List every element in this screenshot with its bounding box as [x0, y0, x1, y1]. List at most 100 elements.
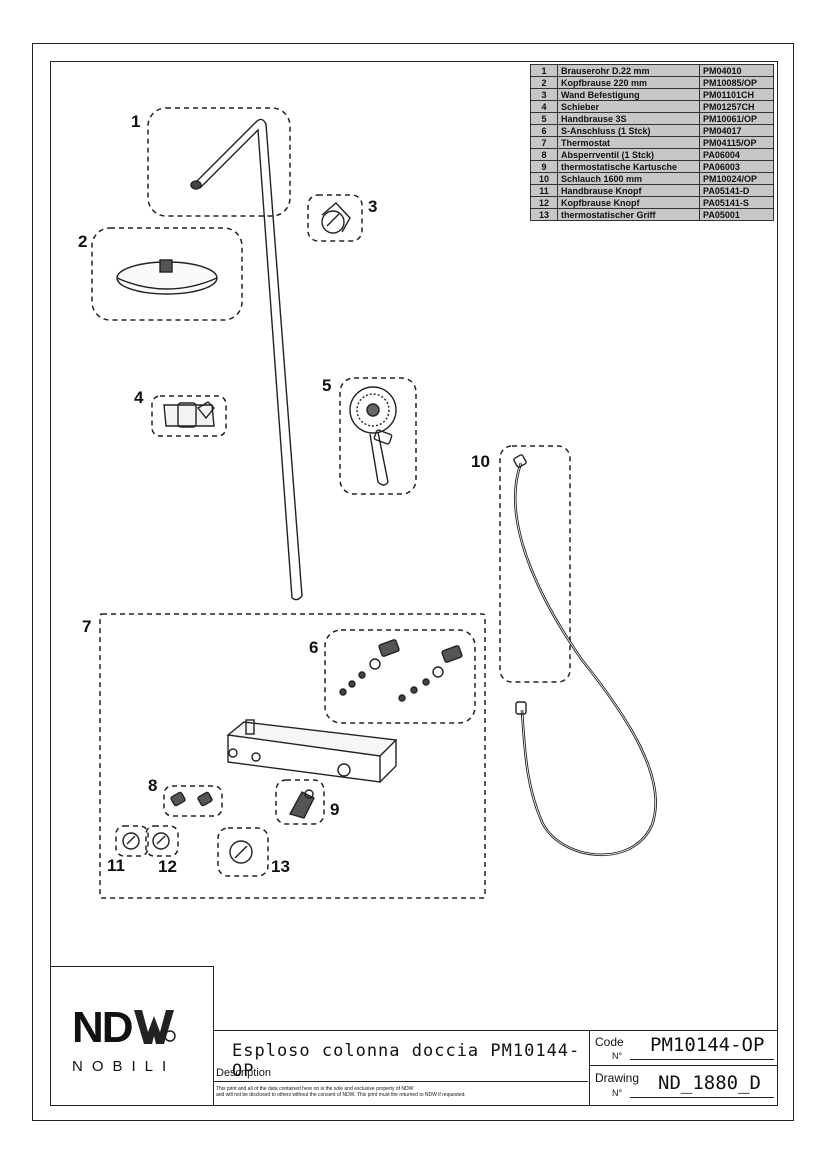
part-number-cell: 5: [530, 112, 558, 125]
title-block-left: Esploso colonna doccia PM10144-OP Descri…: [214, 1031, 590, 1105]
s-connector-part: [339, 639, 463, 702]
part-number-cell: 7: [530, 136, 558, 149]
thermostat-handle-part: [229, 840, 253, 864]
part-code-cell: PM04115/OP: [699, 136, 774, 149]
part-number-cell: 13: [530, 208, 558, 221]
callout-label-12: 12: [158, 857, 177, 876]
disclaimer: This print and all of the data contained…: [216, 1086, 466, 1098]
part-code-cell: PA06004: [699, 148, 774, 161]
code-underline: [630, 1059, 774, 1060]
hand-shower-part: [349, 386, 397, 486]
disclaimer-line-1: This print and all of the data contained…: [216, 1086, 414, 1092]
part-number-cell: 8: [530, 148, 558, 161]
slider-part: [163, 401, 215, 428]
part-number-cell: 3: [530, 88, 558, 101]
description-divider: [214, 1081, 588, 1082]
part-number-cell: 1: [530, 64, 558, 77]
part-description-cell: thermostatischer Griff: [557, 208, 700, 221]
part-code-cell: PM10085/OP: [699, 76, 774, 89]
part-number-cell: 9: [530, 160, 558, 173]
logo-mark-icon: [133, 1010, 176, 1044]
part-code-cell: PM04017: [699, 124, 774, 137]
callout-box-6: [324, 629, 476, 724]
callout-label-4: 4: [134, 388, 144, 407]
part-code-cell: PA05141-D: [699, 184, 774, 197]
code-label: Code: [595, 1035, 624, 1049]
title-block-separator: [590, 1065, 778, 1066]
stop-valve-part: [170, 791, 213, 807]
callout-box-12: [145, 825, 179, 857]
callout-label-7: 7: [82, 617, 92, 636]
part-description-cell: Handbrause 3S: [557, 112, 700, 125]
knob-part-11: [122, 832, 140, 850]
title-block: Esploso colonna doccia PM10144-OP Descri…: [214, 1030, 778, 1106]
callout-label-5: 5: [322, 376, 332, 395]
part-description-cell: Absperrventil (1 Stck): [557, 148, 700, 161]
callout-label-6: 6: [309, 638, 319, 657]
part-number-cell: 4: [530, 100, 558, 113]
inner-frame: [50, 61, 778, 1106]
disclaimer-line-2: and will not be disclosed to others with…: [216, 1092, 466, 1098]
knob-part-12: [152, 832, 170, 850]
part-code-cell: PM01101CH: [699, 88, 774, 101]
part-number-cell: 6: [530, 124, 558, 137]
callout-box-3: [307, 194, 363, 242]
part-description-cell: Thermostat: [557, 136, 700, 149]
callout-label-8: 8: [148, 776, 158, 795]
callout-box-10: [499, 445, 571, 683]
part-code-cell: PM10024/OP: [699, 172, 774, 185]
drawing-label: Drawing: [595, 1071, 640, 1085]
part-description-cell: Kopfbrause 220 mm: [557, 76, 700, 89]
thermostat-part: [226, 719, 398, 783]
outer-frame: [32, 43, 794, 1121]
callout-label-13: 13: [271, 857, 290, 876]
drawing-title: Esploso colonna doccia PM10144-OP: [232, 1041, 581, 1081]
callout-label-11: 11: [107, 856, 125, 875]
head-shower-part: [116, 259, 218, 295]
drawing-number-label: N°: [612, 1088, 623, 1098]
callout-box-2: [91, 227, 243, 321]
part-description-cell: Brauserohr D.22 mm: [557, 64, 700, 77]
brand-logo: ND: [72, 1003, 176, 1053]
part-description-cell: Schlauch 1600 mm: [557, 172, 700, 185]
drawing-number-value: ND_1880_D: [658, 1072, 761, 1094]
drawing-underline: [630, 1097, 774, 1098]
part-code-cell: PA06003: [699, 160, 774, 173]
callout-label-9: 9: [330, 800, 340, 819]
part-code-cell: PA05001: [699, 208, 774, 221]
part-code-cell: PM01257CH: [699, 100, 774, 113]
part-number-cell: 12: [530, 196, 558, 209]
code-value: PM10144-OP: [650, 1034, 765, 1056]
part-description-cell: S-Anschluss (1 Stck): [557, 124, 700, 137]
part-code-cell: PA05141-S: [699, 196, 774, 209]
part-code-cell: PM10061/OP: [699, 112, 774, 125]
callout-label-10: 10: [471, 452, 490, 471]
callout-label-2: 2: [78, 232, 88, 251]
part-code-cell: PM04010: [699, 64, 774, 77]
part-number-cell: 11: [530, 184, 558, 197]
callout-box-7: [99, 613, 486, 899]
wall-bracket-part: [321, 202, 351, 234]
callout-box-11: [115, 825, 149, 857]
cartridge-part: [288, 789, 315, 819]
callout-box-8: [163, 785, 223, 817]
part-description-cell: Wand Befestigung: [557, 88, 700, 101]
callout-box-9: [275, 779, 325, 825]
logo-box: [50, 966, 214, 1106]
shower-pipe-part: [190, 118, 303, 601]
hose-part: [513, 454, 657, 857]
callout-label-3: 3: [368, 197, 378, 216]
